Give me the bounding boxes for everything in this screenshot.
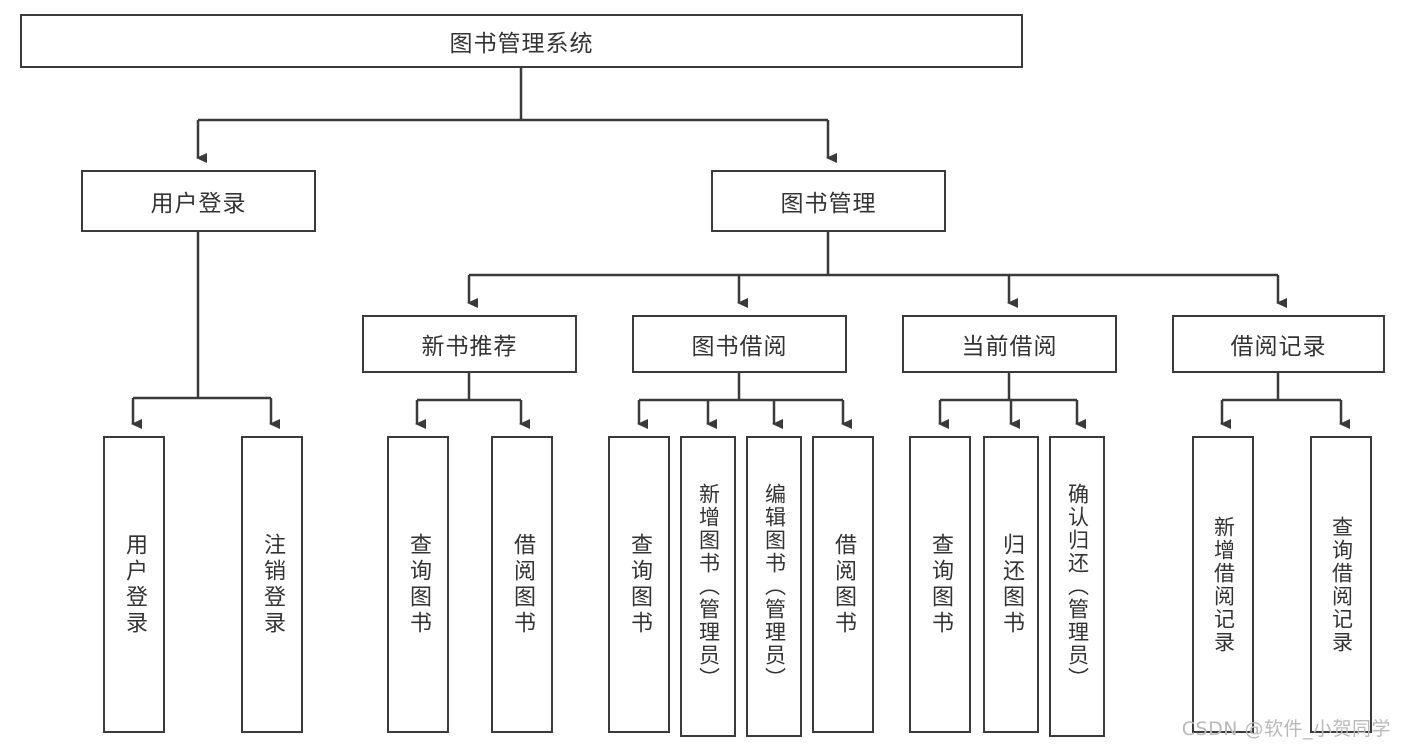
node-label: 图书管理 [780,191,877,217]
leaf-logout[interactable]: 注销登录 [241,436,303,733]
node-label: 借阅记录 [1230,334,1327,360]
leaf-borrow-book-recommend[interactable]: 借阅图书 [491,436,553,733]
leaf-add-book-admin[interactable]: 新增图书（管理员） [680,436,736,737]
node-label: 图书管理系统 [449,31,594,57]
node-book-borrow[interactable]: 图书借阅 [632,315,847,373]
node-label: 查询图书 [627,532,652,637]
leaf-query-book-current[interactable]: 查询图书 [909,436,971,733]
node-label: 查询图书 [928,532,953,637]
leaf-borrow-book[interactable]: 借阅图书 [812,436,874,733]
node-label: 编辑图书（管理员） [762,483,787,690]
leaf-add-borrow-record[interactable]: 新增借阅记录 [1192,436,1254,733]
leaf-query-book-recommend[interactable]: 查询图书 [387,436,449,733]
node-label: 当前借阅 [961,334,1058,360]
node-root-system[interactable]: 图书管理系统 [20,14,1023,68]
node-label: 用户登录 [150,191,247,217]
node-label: 新增图书（管理员） [696,483,721,690]
leaf-user-login[interactable]: 用户登录 [103,436,165,733]
node-label: 借阅图书 [510,532,535,637]
leaf-query-borrow-record[interactable]: 查询借阅记录 [1310,436,1372,733]
leaf-confirm-return-admin[interactable]: 确认归还（管理员） [1049,436,1105,737]
node-label: 图书借阅 [691,334,788,360]
node-label: 归还图书 [999,532,1024,637]
leaf-query-book-borrow[interactable]: 查询图书 [608,436,670,733]
node-label: 新书推荐 [421,334,518,360]
node-label: 查询图书 [406,532,431,637]
node-book-management[interactable]: 图书管理 [711,170,946,232]
node-current-borrow[interactable]: 当前借阅 [902,315,1117,373]
node-label: 用户登录 [122,532,147,637]
node-label: 借阅图书 [831,532,856,637]
csdn-watermark: CSDN @软件_小贺同学 [1181,718,1391,740]
leaf-edit-book-admin[interactable]: 编辑图书（管理员） [746,436,802,737]
node-user-login[interactable]: 用户登录 [81,170,316,232]
node-label: 新增借阅记录 [1211,515,1236,654]
leaf-return-book[interactable]: 归还图书 [983,436,1039,733]
node-borrow-record[interactable]: 借阅记录 [1172,315,1385,373]
node-label: 注销登录 [260,532,285,637]
node-label: 确认归还（管理员） [1065,483,1090,690]
node-label: 查询借阅记录 [1329,515,1354,654]
node-new-book-recommend[interactable]: 新书推荐 [362,315,577,373]
